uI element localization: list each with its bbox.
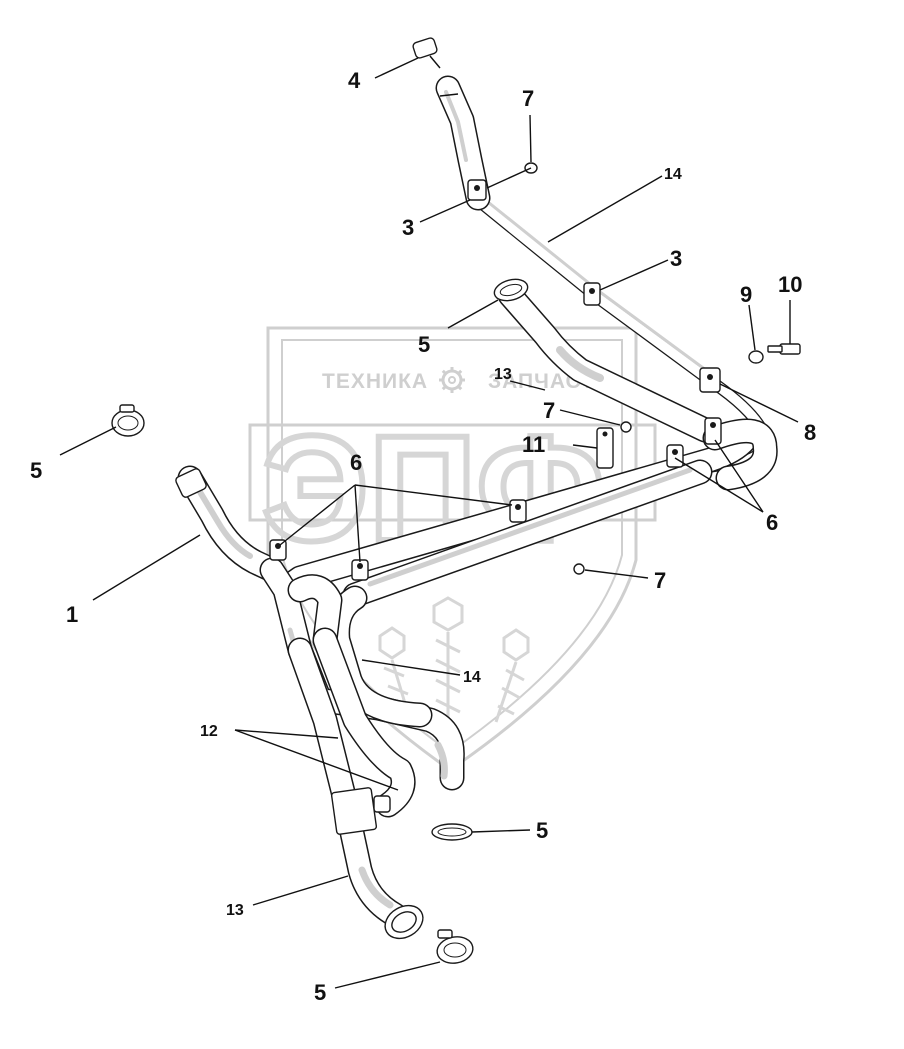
clamp-5-bottom: [436, 929, 474, 964]
callout-14-top: 14: [664, 166, 682, 183]
bracket-3-upper: [467, 179, 487, 201]
bracket-8: [699, 367, 721, 393]
lower-hose-13: [287, 637, 408, 928]
plate-11: [596, 427, 614, 469]
clamp-6-b: [351, 559, 369, 581]
hose-1: [175, 465, 285, 583]
washer-9: [748, 350, 764, 364]
watermark-banner: [248, 423, 657, 522]
leader-lines: [59, 57, 799, 989]
main-rail-front: [342, 459, 713, 608]
watermark-left-text: ТЕХНИКА: [322, 370, 428, 393]
callout-3-upper: 3: [402, 215, 414, 240]
gear-icon: [439, 367, 465, 393]
loop-tube-12: [312, 627, 416, 818]
bolt-10: [767, 343, 801, 355]
callout-6-right: 6: [766, 510, 778, 535]
callout-14-low: 14: [463, 669, 481, 686]
callout-5-center: 5: [536, 818, 548, 843]
callout-7-low: 7: [654, 568, 666, 593]
callout-5-bottom: 5: [314, 980, 326, 1005]
callout-8: 8: [804, 420, 816, 445]
pipes: [175, 75, 778, 940]
callout-3-middle: 3: [670, 246, 682, 271]
callout-7-mid: 7: [543, 398, 555, 423]
callout-7-top: 7: [522, 86, 534, 111]
callout-13-upper: 13: [494, 366, 512, 383]
bracket-3-middle: [583, 282, 601, 306]
clamp-5-center: [431, 823, 473, 841]
clamp-6-d: [666, 444, 684, 468]
callout-13-lower: 13: [226, 902, 244, 919]
callout-1: 1: [66, 602, 78, 627]
right-loop: [702, 418, 778, 491]
clamp-6-a: [269, 539, 287, 561]
callout-9: 9: [740, 282, 752, 307]
nut-7-low: [573, 563, 585, 575]
callout-10: 10: [778, 272, 802, 297]
callout-12: 12: [200, 723, 218, 740]
callout-5-top: 5: [418, 332, 430, 357]
nut-7-mid: [620, 421, 632, 433]
clamp-5-top: [493, 278, 529, 302]
callout-11: 11: [522, 432, 545, 457]
top-hose: [435, 75, 491, 211]
callout-labels: 4 7 14 3 3 9 10 5 13 7 8 11 5 6 6 7 1 14…: [30, 68, 816, 1005]
clamp-6-e: [704, 417, 722, 445]
wheat-ears-icon: [378, 596, 530, 730]
callout-4: 4: [348, 68, 361, 93]
upper-hose-13: [497, 282, 718, 443]
hose-end: [384, 904, 424, 940]
clamp-6-c: [509, 499, 527, 523]
clamp-5-left: [111, 404, 145, 437]
part-4-cap: [412, 37, 441, 69]
callout-5-left: 5: [30, 458, 42, 483]
callout-6-left: 6: [350, 450, 362, 475]
